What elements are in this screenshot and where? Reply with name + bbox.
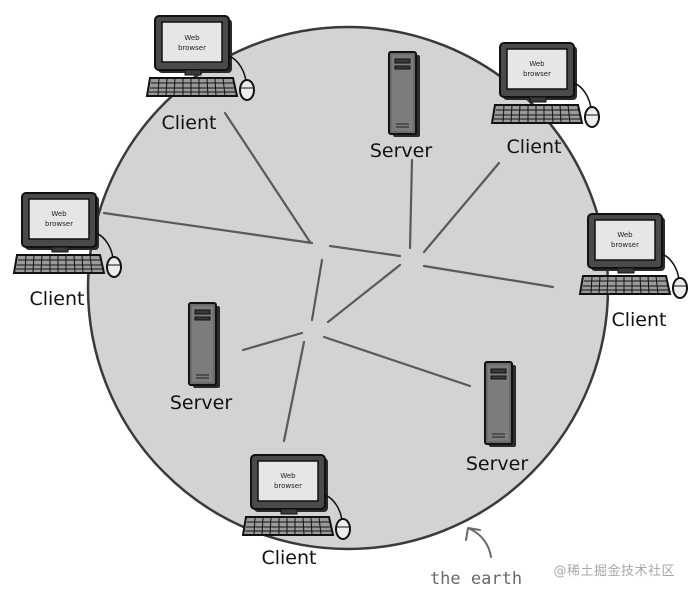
client-top-right: Web browser Client: [491, 42, 600, 158]
client-label: Client: [261, 547, 316, 569]
earth-label: the earth: [430, 569, 522, 589]
link-client-top-right: [422, 161, 501, 254]
earth-annotation: the earth: [430, 527, 522, 589]
arrowhead-icon: [465, 527, 481, 541]
server-label: Server: [170, 392, 232, 414]
link-client-left: [102, 211, 314, 245]
server-tower-icon: [388, 51, 421, 138]
client-bottom: Web browser Client: [242, 454, 351, 569]
screen-label-line1: Web: [280, 472, 296, 480]
server-right: Server: [466, 361, 528, 475]
network-links: [102, 111, 555, 443]
link-client-bottom: [282, 340, 306, 443]
watermark: @稀土掘金技术社区: [553, 564, 675, 579]
server-label: Server: [370, 140, 432, 162]
arrow-icon: [469, 528, 492, 558]
computer-icon: [491, 42, 600, 128]
client-right: Web browser Client: [579, 213, 688, 331]
client-label: Client: [506, 136, 561, 158]
screen-label-line2: browser: [274, 482, 302, 490]
link-client-right: [422, 264, 555, 289]
computer-icon: [579, 213, 688, 299]
screen-label-line1: Web: [51, 210, 67, 218]
link-hub-a-to-hub-b: [328, 244, 402, 258]
link-server-right: [322, 335, 472, 388]
client-label: Client: [161, 112, 216, 134]
client-top-left: Web browser Client: [146, 15, 255, 134]
screen-label-line1: Web: [529, 60, 545, 68]
link-server-top: [408, 158, 414, 250]
link-client-top-left: [223, 111, 312, 244]
server-tower-icon: [188, 302, 221, 389]
server-left: Server: [170, 302, 232, 414]
client-label: Client: [611, 309, 666, 331]
link-server-left: [241, 331, 304, 352]
link-hub-a-to-hub-c: [310, 258, 324, 322]
screen-label-line1: Web: [617, 231, 633, 239]
server-top: Server: [370, 51, 432, 162]
screen-label-line2: browser: [523, 70, 551, 78]
client-label: Client: [29, 288, 84, 310]
client-left: Web browser Client: [13, 192, 122, 310]
screen-label-line2: browser: [45, 220, 73, 228]
screen-label-line1: Web: [184, 34, 200, 42]
server-tower-icon: [484, 361, 517, 448]
screen-label-line2: browser: [178, 44, 206, 52]
screen-label-line2: browser: [611, 241, 639, 249]
link-hub-b-to-hub-c: [326, 263, 402, 324]
server-label: Server: [466, 453, 528, 475]
